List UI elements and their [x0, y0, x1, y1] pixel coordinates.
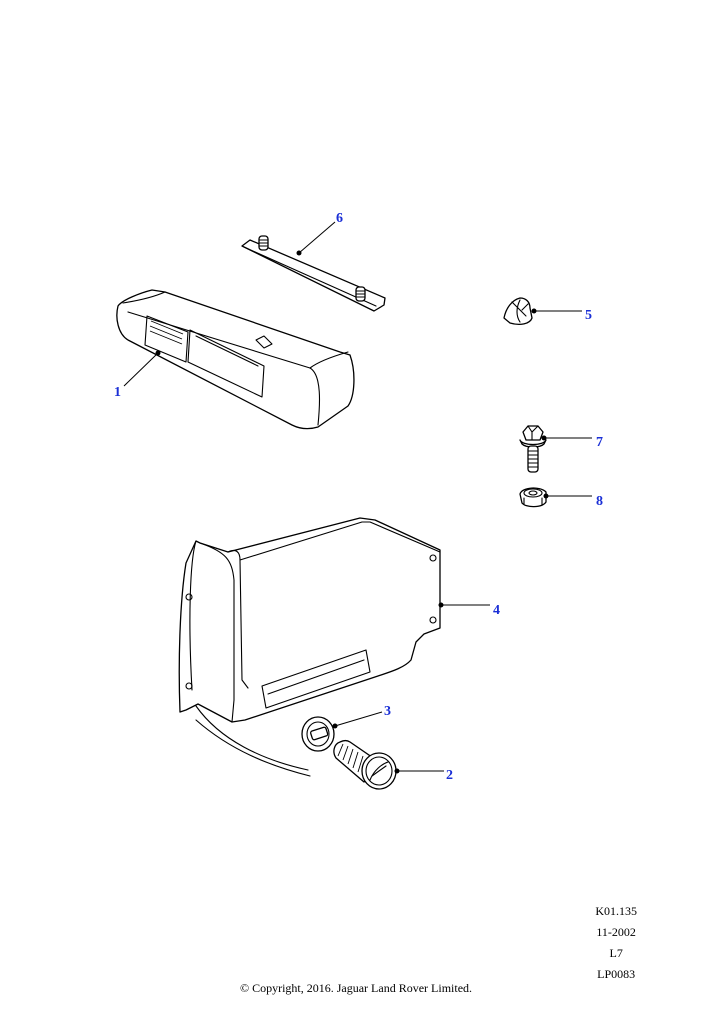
part-5-clip — [503, 297, 533, 325]
part-6-mounting-plate — [241, 235, 386, 312]
callout-8-label: 8 — [596, 494, 603, 509]
callout-4-label: 4 — [493, 603, 500, 618]
diagram-code: K01.135 — [595, 904, 637, 918]
diagram-reference-block: K01.135 11-2002 L7 LP0083 — [595, 901, 637, 985]
callout-2-label: 2 — [446, 768, 453, 783]
part-7-bolt — [519, 425, 547, 473]
callout-3: 3 — [332, 704, 391, 729]
callout-3-label: 3 — [384, 704, 391, 719]
part-8-nut — [519, 487, 547, 508]
callout-8: 8 — [543, 493, 603, 509]
callout-6: 6 — [296, 211, 343, 256]
copyright-notice: © Copyright, 2016. Jaguar Land Rover Lim… — [239, 981, 473, 995]
diagram-date: 11-2002 — [596, 925, 636, 939]
callout-2: 2 — [394, 768, 453, 783]
diagram-level: L7 — [609, 946, 623, 960]
callout-4: 4 — [438, 602, 500, 618]
callout-1-label: 1 — [114, 385, 121, 400]
diagram-ref: LP0083 — [597, 967, 636, 981]
part-3-grommet — [301, 716, 335, 752]
callout-7: 7 — [541, 435, 603, 450]
callout-6-label: 6 — [336, 211, 343, 226]
callout-7-label: 7 — [596, 435, 603, 450]
callout-5: 5 — [531, 308, 592, 323]
callout-5-label: 5 — [585, 308, 592, 323]
part-4-lower-trim-panel — [178, 517, 441, 777]
part-1-upper-trim-panel — [116, 289, 355, 430]
callout-1: 1 — [114, 350, 161, 400]
part-2-push-fastener — [333, 739, 397, 790]
